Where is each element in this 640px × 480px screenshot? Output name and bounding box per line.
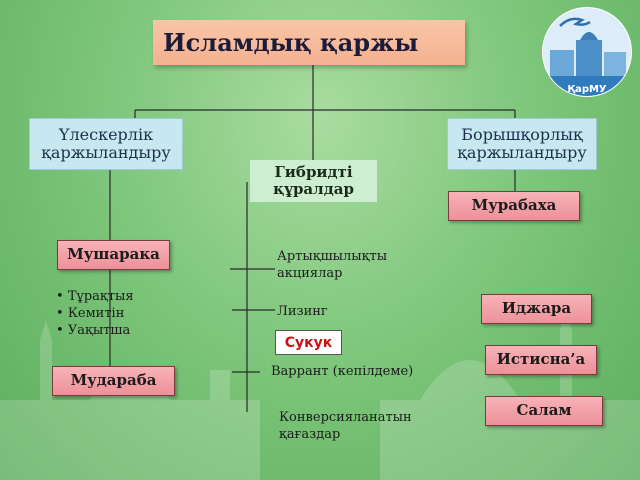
hybrid-instruments-box: Гибридті құралдар bbox=[250, 160, 377, 202]
list-item: Тұрақтыя bbox=[56, 289, 134, 306]
leasing-label: Лизинг bbox=[277, 304, 328, 319]
musharaka-types-list: Тұрақтыя Кемитін Уақытша bbox=[56, 289, 134, 340]
salam-box: Салам bbox=[485, 396, 603, 426]
equity-financing-box: Үлескерлік қаржыландыру bbox=[29, 118, 183, 170]
logo-text: ҚарМУ bbox=[567, 84, 607, 95]
mudaraba-box: Мудараба bbox=[52, 366, 175, 396]
musharaka-box: Мушарака bbox=[57, 240, 170, 270]
mosque-silhouette bbox=[0, 310, 640, 480]
list-item: Уақытша bbox=[56, 323, 134, 340]
istisna-box: Истисна’а bbox=[485, 345, 597, 375]
ijara-box: Иджара bbox=[481, 294, 592, 324]
preferred-shares-label: Артықшылықты акциялар bbox=[277, 249, 388, 281]
warrant-label: Варрант (кепілдеме) bbox=[271, 364, 414, 379]
murabaha-box: Мурабаха bbox=[448, 191, 580, 221]
university-logo: ҚарМУ bbox=[542, 7, 632, 97]
sukuk-box: Сукук bbox=[275, 330, 342, 355]
page-title: Исламдық қаржы bbox=[153, 20, 465, 65]
debt-financing-box: Борышқорлық қаржыландыру bbox=[447, 118, 597, 170]
convertible-securities-label: Конверсияланатын қағаздар bbox=[279, 410, 412, 442]
list-item: Кемитін bbox=[56, 306, 134, 323]
